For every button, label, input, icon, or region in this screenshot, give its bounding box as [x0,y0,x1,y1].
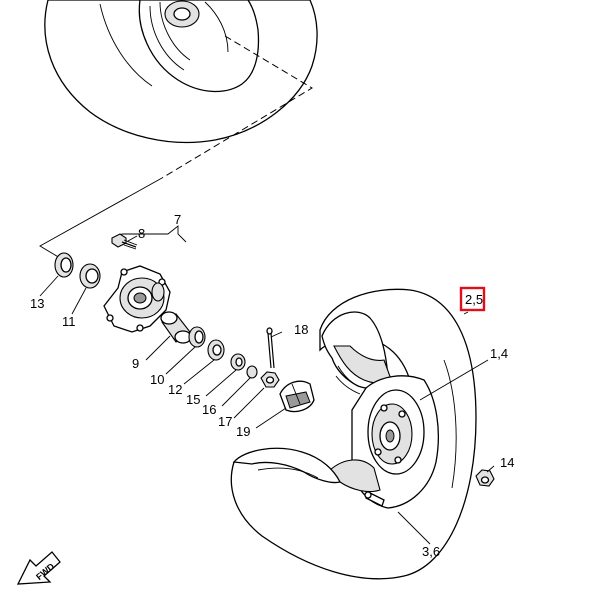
main-wheel-assembly [230,288,477,580]
callout-1-4[interactable]: 1,4 [490,346,508,361]
callout-14[interactable]: 14 [500,455,514,470]
callout-labels: 7 8 13 11 9 10 12 15 16 17 18 19 14 1,4 … [30,212,514,559]
callout-17[interactable]: 17 [218,414,232,429]
seal-part-11 [79,263,101,289]
washer-part-12 [207,339,225,361]
collar-part-9 [160,311,192,344]
callout-18[interactable]: 18 [294,322,308,337]
callout-10[interactable]: 10 [150,372,164,387]
upper-bracket-line [39,177,163,259]
callout-12[interactable]: 12 [168,382,182,397]
cotter-pin-part-18 [266,327,275,369]
callout-2-5[interactable]: 2,5 [465,292,483,307]
leader-lines [39,235,495,545]
wheel-nut-part-14 [475,469,495,487]
washer-part-15 [230,353,246,371]
wheel-hub [103,265,171,333]
hub-cap-part-19 [279,380,315,413]
callout-7[interactable]: 7 [174,212,181,227]
callout-15[interactable]: 15 [186,392,200,407]
callout-11[interactable]: 11 [62,314,76,329]
bearing-part-10 [188,326,206,348]
washer-part-16 [246,365,258,379]
callout-8[interactable]: 8 [138,226,145,241]
nut-part-17 [260,371,280,388]
callout-9[interactable]: 9 [132,356,139,371]
callout-3-6[interactable]: 3,6 [422,544,440,559]
bolt-part-8 [111,233,138,250]
fwd-direction-arrow: FWD [16,551,61,585]
callout-19[interactable]: 19 [236,424,250,439]
selected-callout-highlight[interactable] [459,286,486,312]
bearing-part-13 [54,252,74,278]
upper-axle-guide-line [161,35,313,179]
callout-16[interactable]: 16 [202,402,216,417]
upper-wheel-assembly [44,0,318,144]
callout-13[interactable]: 13 [30,296,44,311]
